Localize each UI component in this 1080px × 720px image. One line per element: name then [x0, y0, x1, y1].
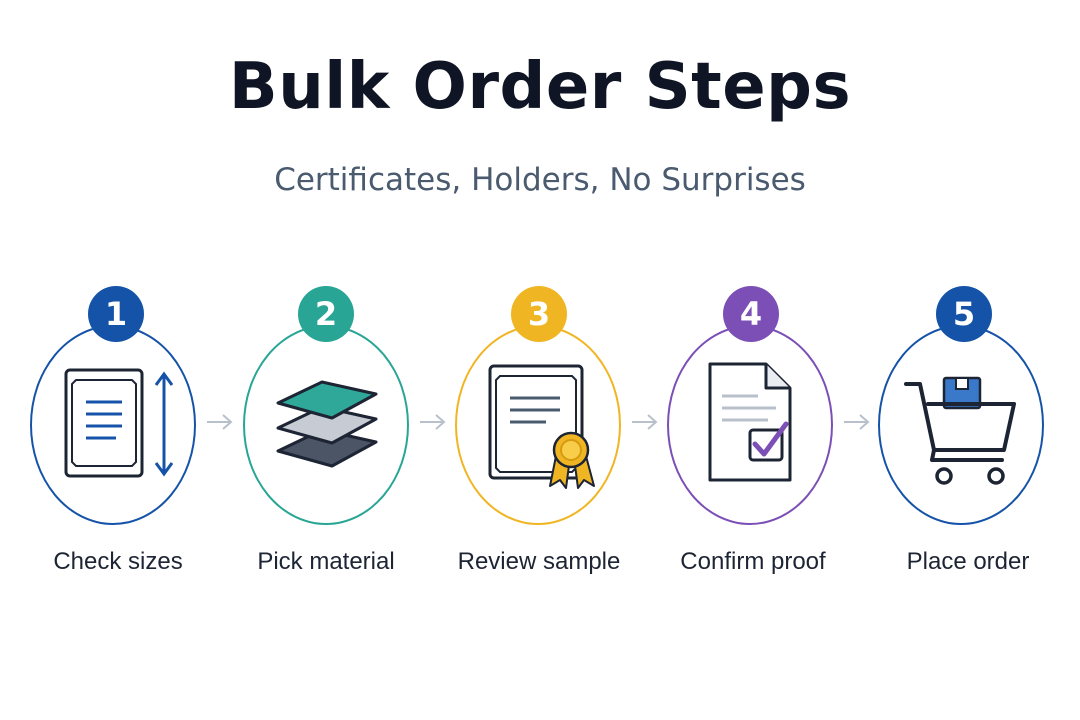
step-label: Confirm proof [680, 548, 826, 575]
certificate-size-icon [64, 368, 174, 478]
shopping-cart-icon [904, 376, 1016, 485]
arrow-right-icon [844, 414, 870, 430]
step-number-badge: 1 [88, 286, 144, 342]
step-number-badge: 5 [936, 286, 992, 342]
page-title: Bulk Order Steps [228, 50, 852, 124]
page-subtitle: Certificates, Holders, No Surprises [274, 162, 806, 198]
step-number-badge: 2 [298, 286, 354, 342]
arrow-right-icon [420, 414, 446, 430]
certificate-ribbon-icon [488, 364, 595, 489]
step-label: Review sample [457, 548, 621, 575]
document-check-icon [708, 362, 792, 482]
arrow-right-icon [207, 414, 233, 430]
arrow-right-icon [632, 414, 658, 430]
step-number-badge: 4 [723, 286, 779, 342]
step-label: Pick material [257, 548, 395, 575]
step-label: Place order [906, 548, 1030, 575]
material-layers-icon [276, 380, 378, 468]
step-label: Check sizes [53, 548, 183, 575]
step-number-badge: 3 [511, 286, 567, 342]
